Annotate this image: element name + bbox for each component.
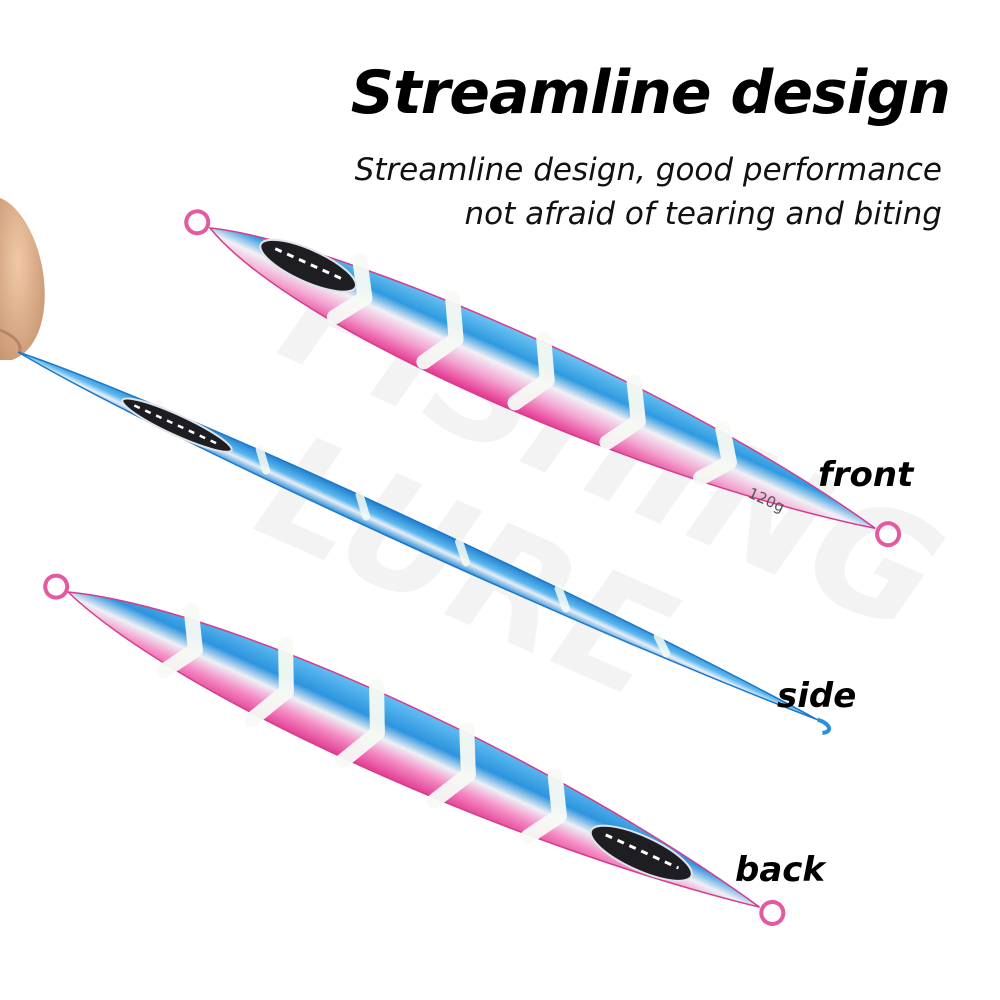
lure-eye-icon [121, 397, 233, 453]
subtitle-line-2: not afraid of tearing and biting [464, 196, 942, 232]
lure-side [17, 351, 832, 735]
lure-front: 120g [184, 209, 902, 548]
split-ring-icon [759, 899, 786, 926]
split-ring-icon [43, 573, 70, 600]
finger [0, 198, 45, 360]
page-title: Streamline design [350, 58, 951, 128]
lure-back [43, 573, 786, 926]
subtitle-line-1: Streamline design, good performance [354, 152, 942, 188]
lure-eye-icon [259, 238, 358, 293]
view-label-front: front [818, 455, 914, 495]
view-label-side: side [777, 676, 857, 716]
lure-eye-icon [589, 824, 693, 882]
split-ring-icon [184, 209, 211, 236]
split-ring-icon [875, 521, 902, 548]
view-label-back: back [735, 850, 826, 890]
split-ring-icon [816, 717, 832, 735]
